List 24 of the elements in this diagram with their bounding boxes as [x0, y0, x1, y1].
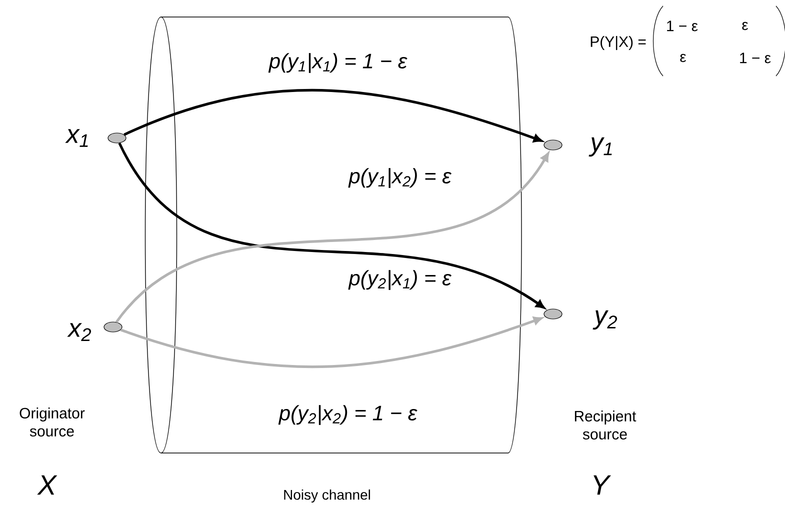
- edge-label: p(y$_{1}$|x$_{2}$) = ε: [348, 167, 452, 189]
- edge-label: p(y$_{1}$|x$_{1}$) = 1 − ε: [268, 52, 408, 74]
- source-label: Originator source: [20, 408, 85, 436]
- arrow: [124, 89, 542, 142]
- point-label: y$_{2}$: [592, 310, 618, 330]
- edge-label: p(y$_{2}$|x$_{2}$) = 1 − ε: [278, 404, 418, 426]
- dot: [544, 308, 562, 320]
- source-label: Recipient source: [574, 410, 636, 440]
- dot: [544, 140, 562, 150]
- source-symbol: Y: [594, 475, 612, 495]
- point-label: x$_{2}$: [67, 323, 92, 341]
- edge-label: p(y$_{2}$|x$_{1}$) = ε: [348, 269, 452, 291]
- matrix-entry: ε: [680, 54, 686, 62]
- source-symbol: X: [37, 475, 58, 495]
- dot: [104, 322, 122, 332]
- matrix-entry: ε: [742, 22, 748, 30]
- matrix-label: P(Y|X) =: [590, 36, 646, 50]
- matrix-entry: 1 − ε: [740, 52, 771, 64]
- point-label: y$_{1}$: [588, 137, 612, 157]
- arrow: [120, 316, 542, 368]
- channel-label: Noisy channel: [284, 489, 370, 503]
- matrix-entry: 1 − ε: [667, 20, 698, 32]
- point-label: x$_{1}$: [65, 129, 88, 147]
- dot: [108, 132, 126, 144]
